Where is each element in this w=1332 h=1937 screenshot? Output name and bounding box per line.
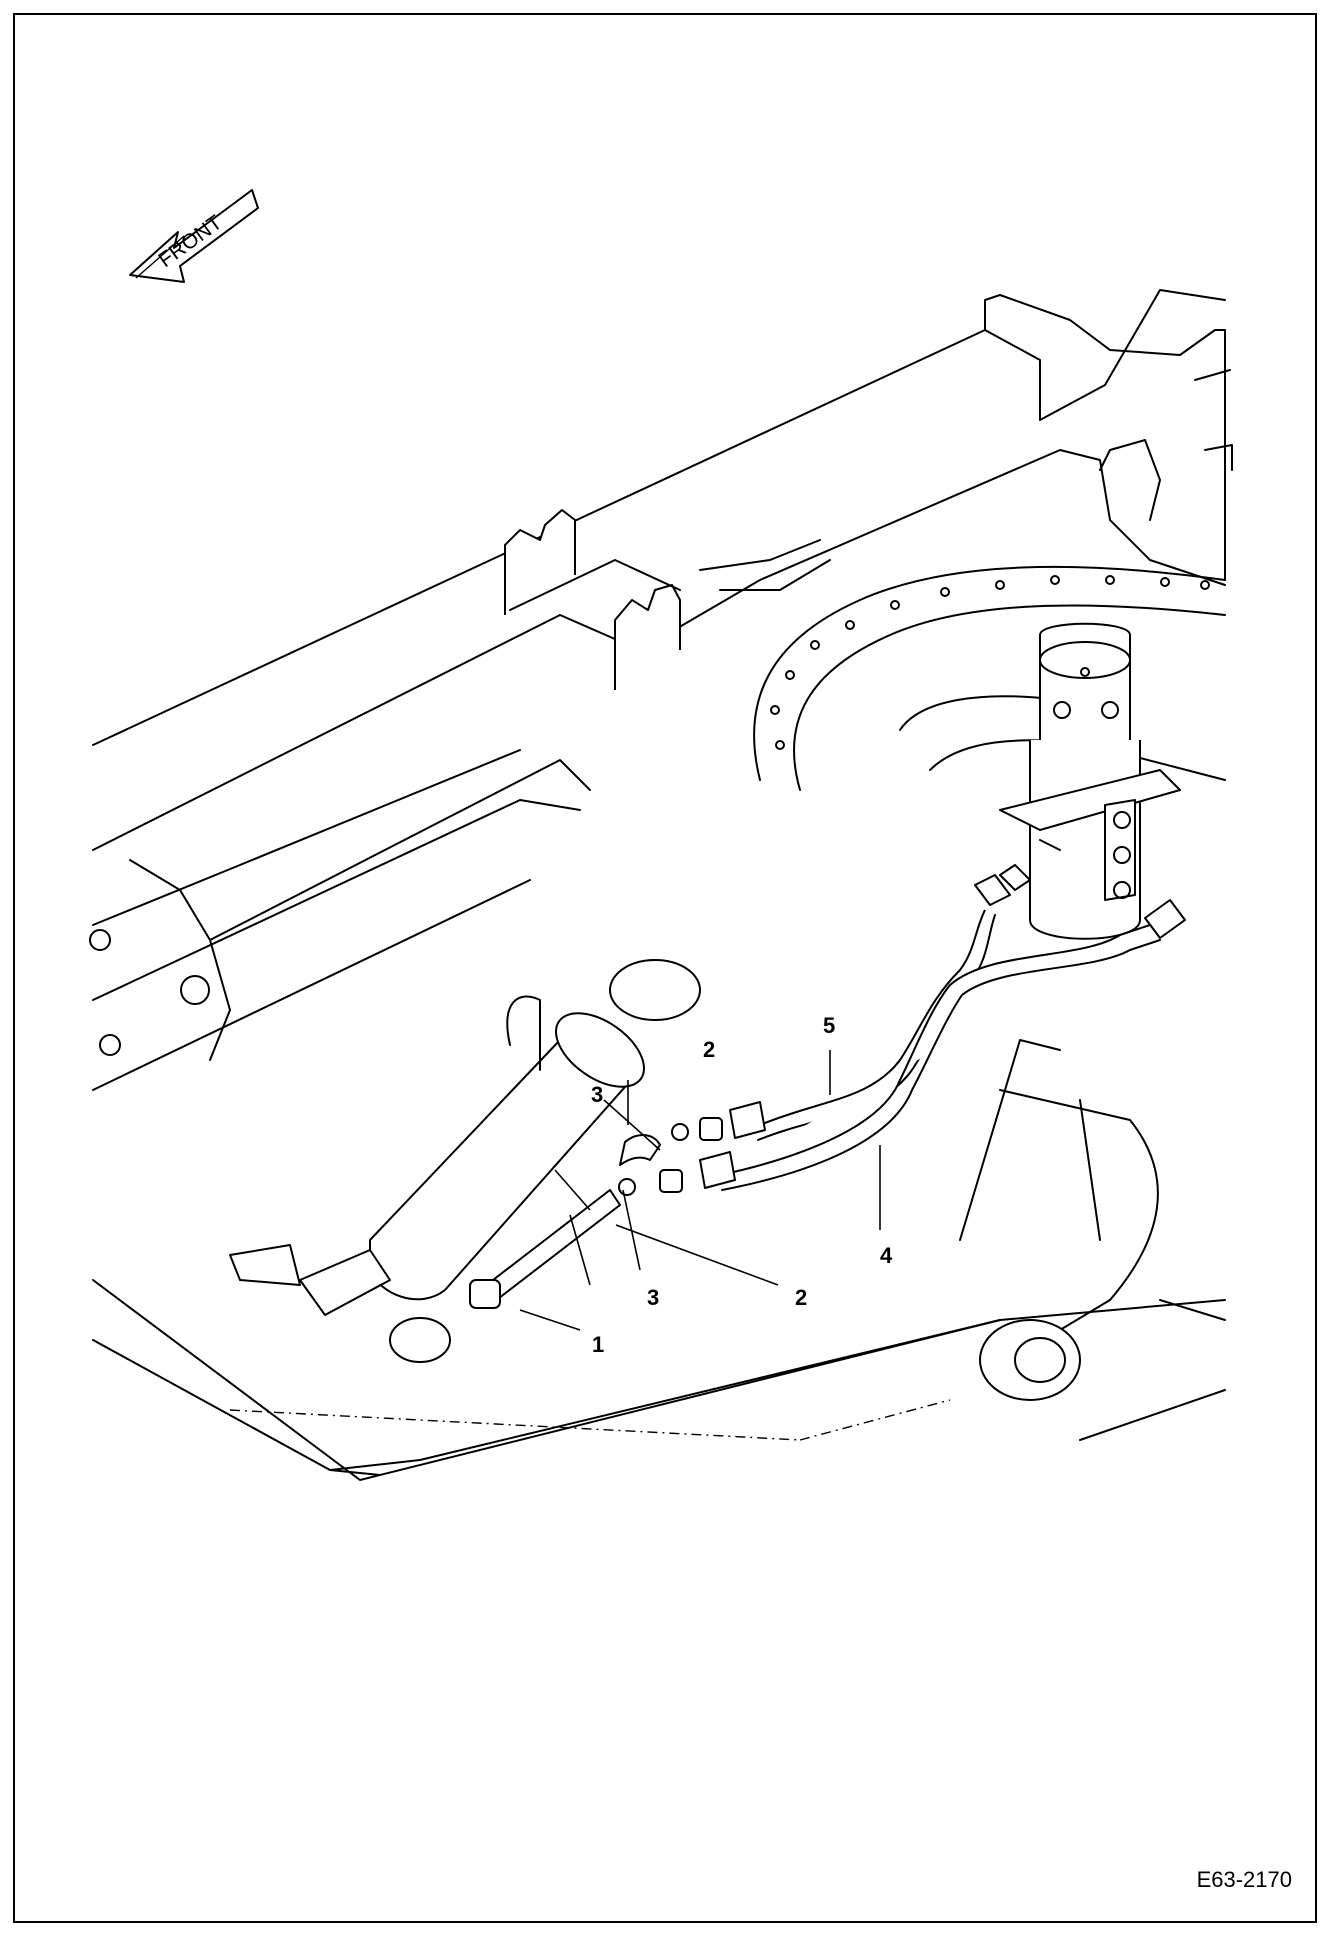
callout-2-lower: 2 [795, 1285, 807, 1310]
callout-leaders [519, 1050, 881, 1331]
front-arrow-icon: FRONT [129, 189, 259, 283]
page-border [13, 13, 1317, 1923]
front-label: FRONT [154, 211, 226, 272]
cylinder-assembly [229, 959, 701, 1363]
lower-frame [92, 1039, 1226, 1481]
callout-5: 5 [823, 1013, 835, 1038]
callout-3-upper: 3 [591, 1082, 603, 1107]
drawing-number: E63-2170 [1196, 1867, 1292, 1892]
swing-bearing-ring [753, 565, 1226, 791]
callout-1: 1 [592, 1332, 604, 1357]
callout-2-upper: 2 [703, 1037, 715, 1062]
upper-frame [89, 289, 1233, 1091]
swivel-joint [999, 622, 1181, 940]
hose-assembly-4 [719, 899, 1186, 1191]
callout-3-lower: 3 [647, 1285, 659, 1310]
fittings [618, 1101, 766, 1196]
callout-4: 4 [880, 1243, 893, 1268]
